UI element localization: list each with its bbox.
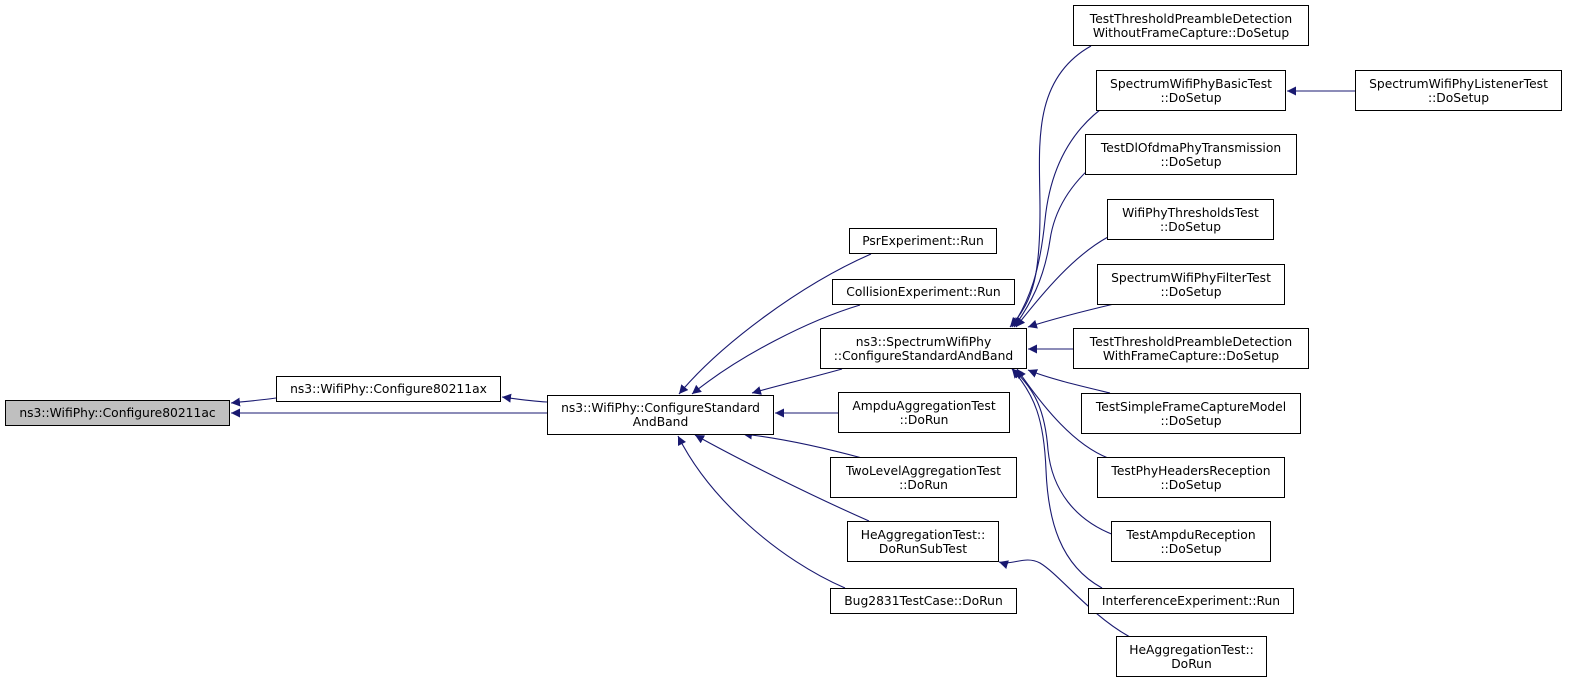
node-label-line2: ::DoSetup — [1427, 90, 1490, 105]
node-wifi-phy-thresholds-test[interactable]: WifiPhyThresholdsTest ::DoSetup — [1107, 199, 1274, 240]
node-label-line2: ::DoRun — [899, 477, 948, 492]
node-label-line1: SpectrumWifiPhyBasicTest — [1110, 76, 1272, 91]
edge-interferenceRun-to-spectrumConfigure — [1011, 368, 1103, 589]
edge-heAggSubTest-to-configureStandardAndBand — [694, 434, 870, 522]
node-label-line2: ::ConfigureStandardAndBand — [833, 348, 1014, 363]
node-spectrum-wifi-phy-listener-test[interactable]: SpectrumWifiPhyListenerTest ::DoSetup — [1355, 70, 1562, 111]
node-bug2831-testcase-dorun[interactable]: Bug2831TestCase::DoRun — [830, 588, 1017, 614]
node-ampdu-aggregation-test-dorun[interactable]: AmpduAggregationTest ::DoRun — [838, 392, 1010, 433]
node-spectrum-wifi-phy-filter-test[interactable]: SpectrumWifiPhyFilterTest ::DoSetup — [1097, 264, 1285, 305]
node-label-line1: SpectrumWifiPhyFilterTest — [1111, 270, 1271, 285]
node-two-level-aggregation-test-dorun[interactable]: TwoLevelAggregationTest ::DoRun — [830, 457, 1017, 498]
node-configure80211ax[interactable]: ns3::WifiPhy::Configure80211ax — [276, 376, 501, 402]
node-label-line1: HeAggregationTest:: — [860, 527, 986, 542]
node-label-line1: TwoLevelAggregationTest — [845, 463, 1001, 478]
node-label-line1: HeAggregationTest:: — [1129, 642, 1254, 657]
edge-bug2831DoRun-to-configureStandardAndBand — [677, 435, 846, 589]
node-threshold-preamble-detection-with-frame-capture[interactable]: TestThresholdPreambleDetection WithFrame… — [1073, 328, 1309, 369]
node-dl-ofdma-phy-transmission[interactable]: TestDlOfdmaPhyTransmission ::DoSetup — [1085, 134, 1297, 175]
node-he-aggregation-test-dorun[interactable]: HeAggregationTest:: DoRun — [1116, 636, 1267, 677]
node-label-line2: ::DoRun — [899, 412, 949, 427]
node-label-line2: ::DoSetup — [1159, 219, 1222, 234]
node-label-line1: SpectrumWifiPhyListenerTest — [1369, 76, 1548, 91]
node-label-line2: WithoutFrameCapture::DoSetup — [1092, 25, 1290, 40]
edge-phyHeaders-to-spectrumConfigure — [1016, 368, 1109, 459]
node-threshold-preamble-detection-without-frame-capture[interactable]: TestThresholdPreambleDetection WithoutFr… — [1073, 5, 1309, 46]
edge-collisionRun-to-configureStandardAndBand — [691, 304, 861, 395]
node-label: ns3::WifiPhy::Configure80211ac — [19, 406, 216, 420]
node-label-line1: TestPhyHeadersReception — [1111, 463, 1271, 478]
node-label-line1: TestAmpduReception — [1126, 527, 1256, 542]
node-he-aggregation-test-dorunsubtest[interactable]: HeAggregationTest:: DoRunSubTest — [847, 521, 999, 562]
node-phy-headers-reception[interactable]: TestPhyHeadersReception ::DoSetup — [1097, 457, 1285, 498]
node-label: Bug2831TestCase::DoRun — [844, 594, 1003, 608]
edge-heAggDoRun-to-heAggSubTest — [998, 559, 1131, 638]
node-label-line2: ::DoSetup — [1160, 413, 1222, 428]
node-label-line1: TestThresholdPreambleDetection — [1089, 334, 1293, 349]
node-collision-experiment-run[interactable]: CollisionExperiment::Run — [832, 279, 1015, 305]
node-spectrum-wifi-phy-basic-test[interactable]: SpectrumWifiPhyBasicTest ::DoSetup — [1096, 70, 1286, 111]
node-label-line2: WithFrameCapture::DoSetup — [1102, 348, 1280, 363]
node-label-line2: ::DoSetup — [1160, 284, 1222, 299]
edge-tpdWithoutFC-to-spectrumConfigure — [1009, 45, 1092, 328]
edge-spectrumConfigure-to-configureStandardAndBand — [751, 368, 843, 395]
edge-configure80211ax-to-configure80211ac — [230, 397, 277, 407]
node-ampdu-reception[interactable]: TestAmpduReception ::DoSetup — [1111, 521, 1271, 562]
edge-simpleFrameCapture-to-spectrumConfigure — [1027, 369, 1111, 394]
node-configure80211ac[interactable]: ns3::WifiPhy::Configure80211ac — [5, 400, 230, 426]
edge-twoLevelDoRun-to-configureStandardAndBand — [742, 430, 863, 459]
edge-configureStandardAndBand-to-configure80211ax — [501, 393, 548, 403]
node-label-line2: DoRunSubTest — [878, 541, 968, 556]
node-label-line1: AmpduAggregationTest — [852, 398, 996, 413]
node-simple-frame-capture-model[interactable]: TestSimpleFrameCaptureModel ::DoSetup — [1081, 393, 1301, 434]
node-psr-experiment-run[interactable]: PsrExperiment::Run — [849, 228, 997, 254]
node-interference-experiment-run[interactable]: InterferenceExperiment::Run — [1088, 588, 1294, 614]
node-label-line1: ns3::WifiPhy::ConfigureStandard — [561, 401, 760, 415]
node-label-line1: TestSimpleFrameCaptureModel — [1095, 399, 1287, 414]
edge-ampduReception-to-spectrumConfigure — [1012, 368, 1115, 536]
edge-thresholdsTest-to-spectrumConfigure — [1015, 236, 1109, 328]
node-label-line1: ns3::SpectrumWifiPhy — [855, 334, 992, 349]
node-label-line2: ::DoSetup — [1160, 154, 1222, 169]
edge-spectrumFilter-to-spectrumConfigure — [1027, 303, 1115, 329]
edge-dlOfdma-to-spectrumConfigure — [1013, 160, 1099, 328]
edge-spectrumBasic-to-spectrumConfigure — [1011, 103, 1109, 328]
edge-psrRun-to-configureStandardAndBand — [678, 253, 872, 395]
node-label-line1: WifiPhyThresholdsTest — [1122, 205, 1259, 220]
node-label-line1: TestThresholdPreambleDetection — [1089, 11, 1293, 26]
node-label: InterferenceExperiment::Run — [1101, 594, 1281, 608]
node-label-line2: DoRun — [1171, 656, 1212, 671]
node-label-line2: ::DoSetup — [1160, 541, 1222, 556]
node-label: CollisionExperiment::Run — [846, 285, 1001, 299]
node-label-line2: ::DoSetup — [1160, 477, 1222, 492]
node-label: PsrExperiment::Run — [862, 234, 984, 248]
node-spectrum-configure-standard-and-band[interactable]: ns3::SpectrumWifiPhy ::ConfigureStandard… — [820, 328, 1027, 369]
node-label-line2: AndBand — [632, 415, 689, 429]
node-configure-standard-and-band[interactable]: ns3::WifiPhy::ConfigureStandard AndBand — [547, 395, 774, 435]
node-label-line1: TestDlOfdmaPhyTransmission — [1100, 140, 1282, 155]
node-label-line2: ::DoSetup — [1160, 90, 1222, 105]
node-label: ns3::WifiPhy::Configure80211ax — [290, 382, 487, 396]
